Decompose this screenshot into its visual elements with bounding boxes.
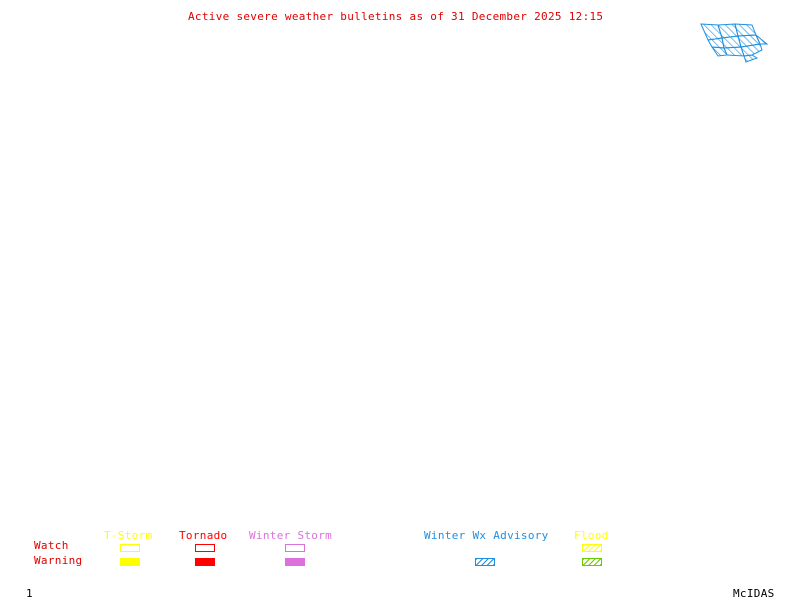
legend-row-label-watch: Watch (34, 539, 69, 552)
advisory-zone[interactable] (740, 43, 763, 57)
advisory-zone[interactable] (755, 34, 769, 45)
winter-wx-advisory-warning-swatch (475, 558, 495, 566)
legend-label-winter-wx-advisory: Winter Wx Advisory (424, 529, 549, 542)
legend-row-label-warning: Warning (34, 554, 83, 567)
tstorm-warning-swatch (120, 558, 140, 566)
frame-number: 1 (26, 587, 33, 600)
bulletin-title: Active severe weather bulletins as of 31… (188, 10, 604, 23)
mcidas-label: McIDAS (733, 587, 775, 600)
advisory-zone[interactable] (743, 54, 759, 63)
legend-label-flood: Flood (574, 529, 609, 542)
legend-label-winter-storm: Winter Storm (249, 529, 333, 542)
tstorm-watch-swatch (120, 544, 140, 552)
tornado-warning-swatch (195, 558, 215, 566)
flood-warning-swatch (582, 558, 602, 566)
advisory-zone[interactable] (707, 37, 725, 49)
winter-storm-warning-swatch (285, 558, 305, 566)
tornado-watch-swatch (195, 544, 215, 552)
legend-label-tornado: Tornado (179, 529, 228, 542)
flood-watch-swatch (582, 544, 602, 552)
winter-storm-watch-swatch (285, 544, 305, 552)
winter-wx-advisory-zones (700, 23, 769, 63)
legend-label-tstorm: T-Storm (104, 529, 153, 542)
advisory-zone[interactable] (734, 23, 757, 37)
